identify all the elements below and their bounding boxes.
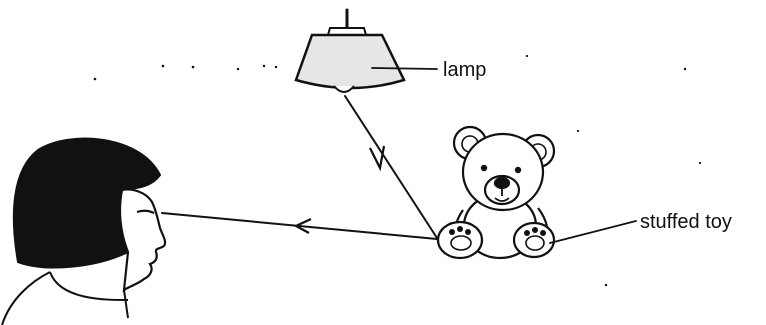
girl-profile-icon — [1, 137, 167, 325]
reflected-ray — [161, 212, 438, 240]
arrow-head-icon — [293, 218, 312, 234]
lamp — [294, 8, 406, 93]
bear-head — [461, 132, 545, 212]
lamp-leader-line — [371, 67, 438, 70]
teddy-bear-icon — [436, 125, 556, 260]
lamp-icon — [294, 33, 406, 90]
toy-label: stuffed toy — [640, 211, 732, 233]
girl-eye — [136, 209, 155, 214]
girl-shoulders — [1, 271, 129, 325]
arrow-head-icon — [369, 145, 386, 172]
incident-ray — [344, 95, 438, 239]
lamp-bulb — [333, 85, 355, 93]
toy-leader-line — [549, 220, 637, 244]
girl-hair — [12, 137, 162, 269]
lamp-label: lamp — [443, 59, 486, 81]
girl-face — [118, 188, 167, 293]
scan-specks — [93, 54, 702, 287]
